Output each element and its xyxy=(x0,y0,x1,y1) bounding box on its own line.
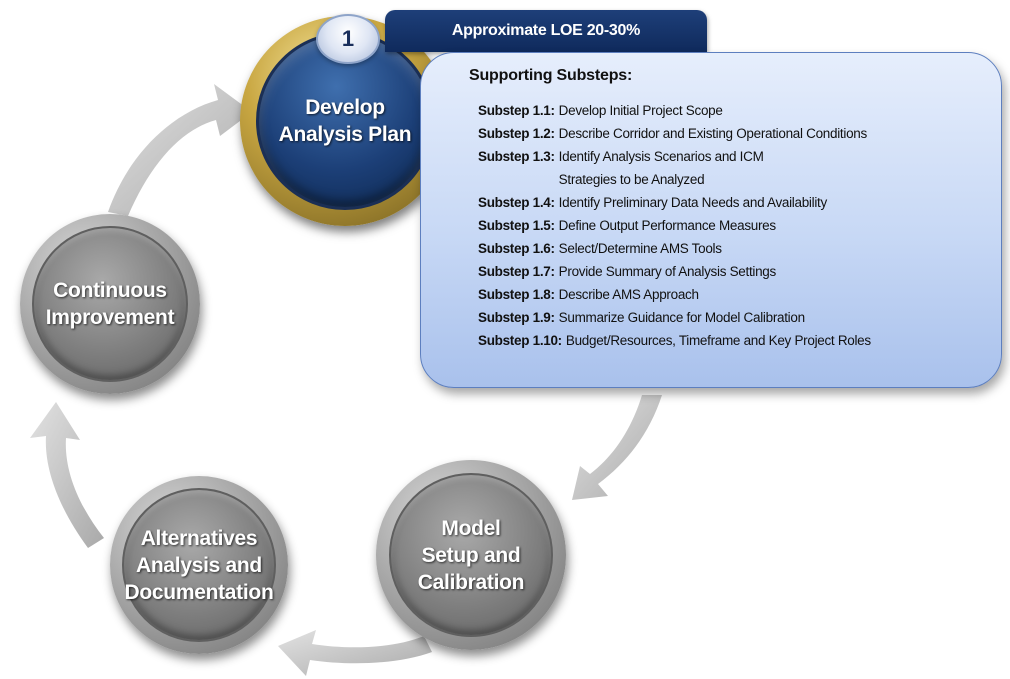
substep-id: Substep 1.1: xyxy=(478,103,555,118)
substep-row: Substep 1.3:Identify Analysis Scenarios … xyxy=(478,145,998,191)
substep-text: Develop Initial Project Scope xyxy=(558,103,723,118)
substep-text: Select/Determine AMS Tools xyxy=(558,241,722,256)
substep-id: Substep 1.3: xyxy=(478,149,555,164)
substep-text: Describe AMS Approach xyxy=(558,287,699,302)
substep-text: Identify Preliminary Data Needs and Avai… xyxy=(558,195,828,210)
substep-row: Substep 1.9:Summarize Guidance for Model… xyxy=(478,306,998,329)
step-label: Develop Analysis Plan xyxy=(278,96,412,146)
substep-row: Substep 1.4:Identify Preliminary Data Ne… xyxy=(478,191,998,214)
cycle-arrow-icon xyxy=(278,630,432,676)
step-disc-active: Develop Analysis Plan xyxy=(256,32,434,210)
substep-text: Identify Analysis Scenarios and ICM Stra… xyxy=(558,149,764,187)
step-disc: Alternatives Analysis and Documentation xyxy=(122,488,276,642)
substep-row: Substep 1.10:Budget/Resources, Timeframe… xyxy=(478,329,998,352)
substep-row: Substep 1.8:Describe AMS Approach xyxy=(478,283,998,306)
substep-text: Provide Summary of Analysis Settings xyxy=(558,264,777,279)
substep-id: Substep 1.7: xyxy=(478,264,555,279)
substep-id: Substep 1.4: xyxy=(478,195,555,210)
substep-row: Substep 1.2:Describe Corridor and Existi… xyxy=(478,122,998,145)
substep-row: Substep 1.6:Select/Determine AMS Tools xyxy=(478,237,998,260)
step-disc: Model Setup and Calibration xyxy=(389,473,553,637)
substep-text: Budget/Resources, Timeframe and Key Proj… xyxy=(565,333,871,348)
step-number-badge: 1 xyxy=(316,14,380,64)
substep-row: Substep 1.1:Develop Initial Project Scop… xyxy=(478,99,998,122)
cycle-step-alternatives-analysis[interactable]: Alternatives Analysis and Documentation xyxy=(110,476,288,654)
step-label: Alternatives Analysis and Documentation xyxy=(124,526,274,604)
step-label: Model Setup and Calibration xyxy=(417,516,525,594)
step-disc: Continuous Improvement xyxy=(32,226,188,382)
cycle-step-continuous-improvement[interactable]: Continuous Improvement xyxy=(20,214,200,394)
substep-row: Substep 1.5:Define Output Performance Me… xyxy=(478,214,998,237)
substeps-panel: Supporting Substeps: Substep 1.1:Develop… xyxy=(420,52,1002,388)
substep-id: Substep 1.2: xyxy=(478,126,555,141)
substep-id: Substep 1.5: xyxy=(478,218,555,233)
substep-id: Substep 1.9: xyxy=(478,310,555,325)
substep-text: Summarize Guidance for Model Calibration xyxy=(558,310,805,325)
cycle-arrow-icon xyxy=(30,402,104,548)
panel-heading: Supporting Substeps: xyxy=(469,67,633,84)
step-label: Continuous Improvement xyxy=(45,279,175,329)
loe-banner: Approximate LOE 20-30% xyxy=(385,10,707,52)
substep-row: Substep 1.7:Provide Summary of Analysis … xyxy=(478,260,998,283)
substep-id: Substep 1.10: xyxy=(478,333,562,348)
cycle-arrow-icon xyxy=(572,395,662,500)
substep-id: Substep 1.8: xyxy=(478,287,555,302)
substep-text: Describe Corridor and Existing Operation… xyxy=(558,126,868,141)
substep-text: Define Output Performance Measures xyxy=(558,218,776,233)
substep-id: Substep 1.6: xyxy=(478,241,555,256)
cycle-arrow-icon xyxy=(108,84,252,216)
cycle-step-model-setup[interactable]: Model Setup and Calibration xyxy=(376,460,566,650)
substep-list: Substep 1.1:Develop Initial Project Scop… xyxy=(478,99,998,352)
